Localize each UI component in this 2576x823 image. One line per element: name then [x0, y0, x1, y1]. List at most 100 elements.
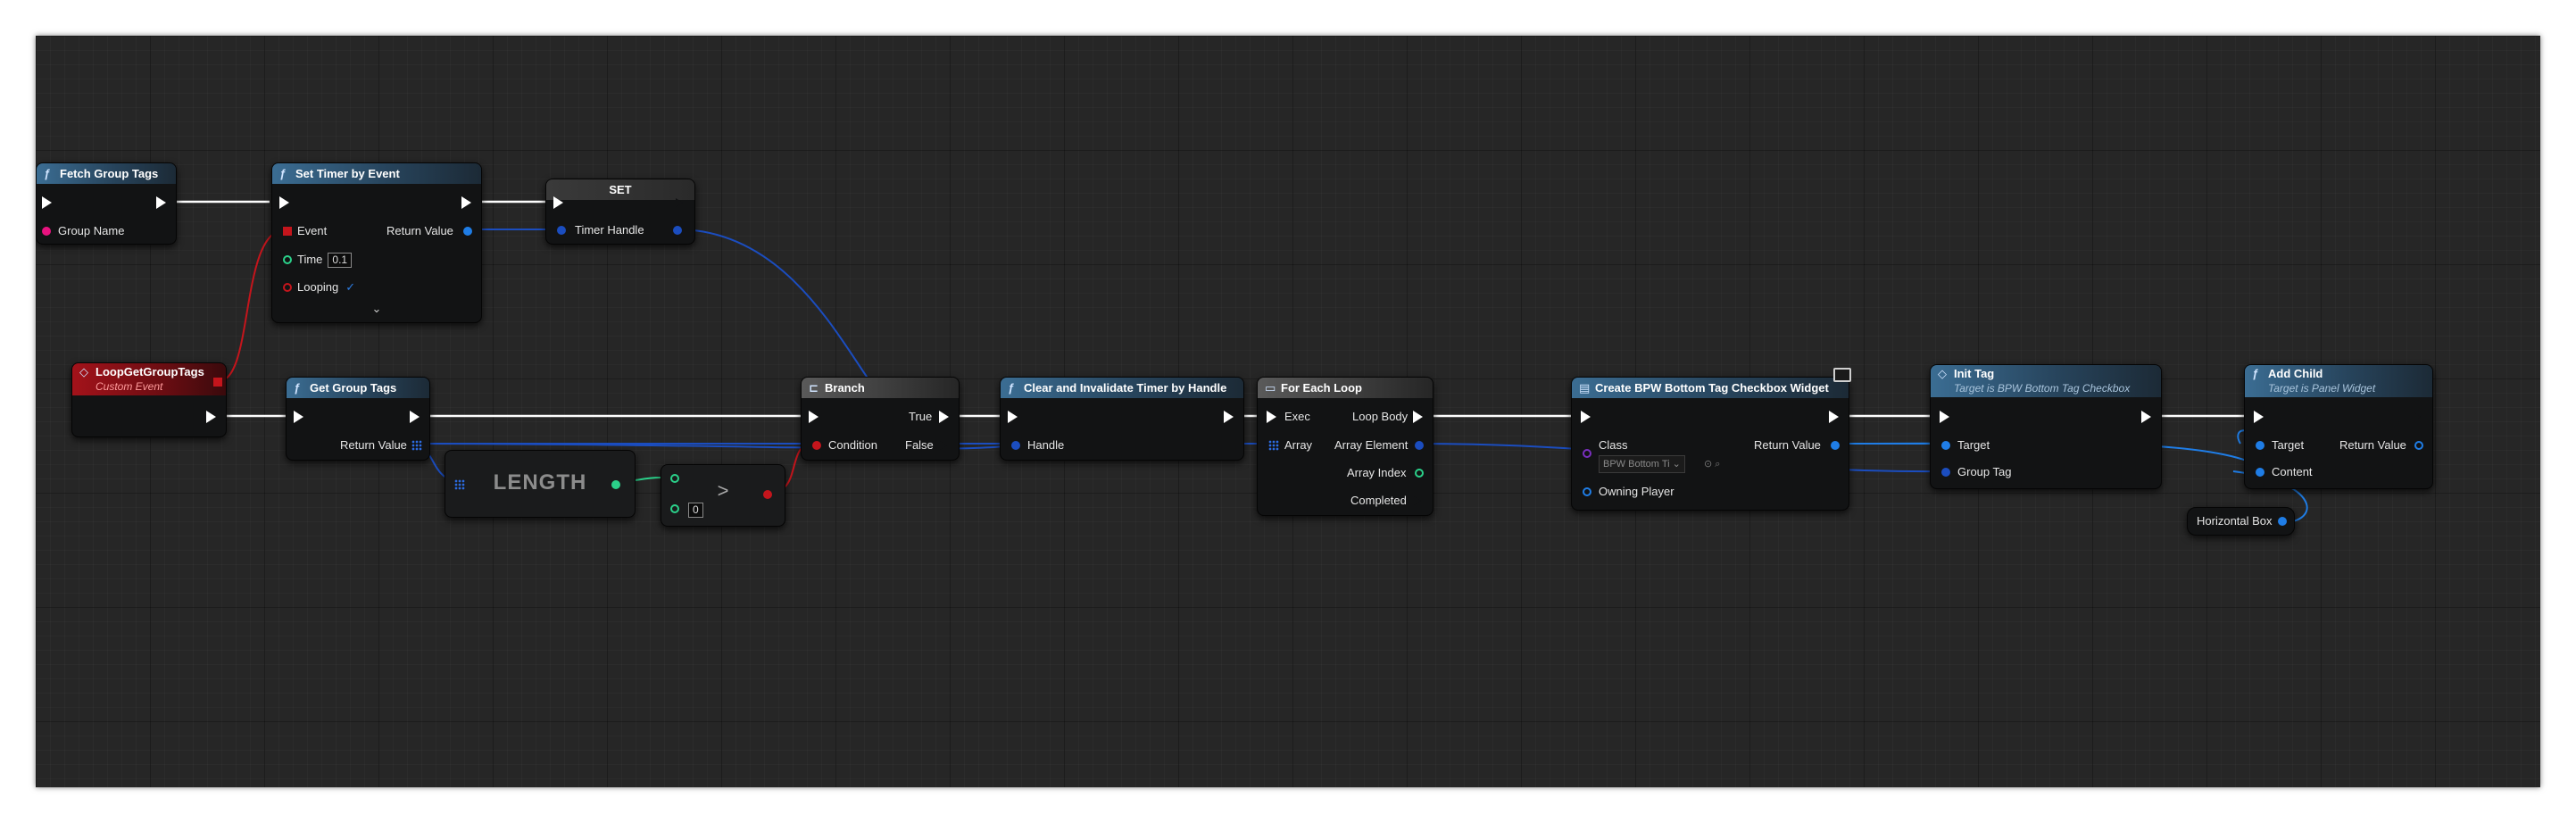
target-pin[interactable]	[2256, 441, 2264, 450]
browse-icons[interactable]: ⊙ ⌕	[1704, 459, 1721, 470]
function-icon: ƒ	[1008, 381, 1015, 395]
time-pin[interactable]	[283, 255, 292, 264]
node-title: Set Timer by Event	[295, 167, 400, 180]
event-pin[interactable]	[283, 227, 292, 236]
target-pin[interactable]	[1941, 441, 1950, 450]
exec-out-pin[interactable]	[156, 196, 166, 209]
expand-chevron-icon[interactable]: ⌄	[371, 302, 382, 315]
handle-label: Handle	[1027, 438, 1065, 452]
exec-in-pin[interactable]	[42, 196, 52, 209]
exec-out-pin[interactable]	[1829, 411, 1839, 423]
object-wire	[676, 229, 876, 389]
node-title: Clear and Invalidate Timer by Handle	[1024, 381, 1227, 395]
node-title: SET	[609, 183, 632, 196]
target-label: Target	[1957, 438, 1990, 452]
result-out-pin[interactable]	[763, 490, 772, 499]
array-pin[interactable]	[1268, 440, 1279, 451]
exec-out-pin[interactable]	[2413, 411, 2422, 423]
exec-in-pin[interactable]	[1940, 411, 1949, 423]
true-exec-pin[interactable]	[939, 411, 949, 423]
node-title: LENGTH	[493, 470, 587, 495]
handle-pin[interactable]	[1011, 441, 1020, 450]
delegate-pin[interactable]	[213, 378, 222, 387]
content-pin[interactable]	[2256, 468, 2264, 477]
exec-in-pin[interactable]	[294, 411, 303, 423]
group-name-pin[interactable]	[42, 227, 51, 236]
completed-pin[interactable]	[1413, 495, 1423, 507]
b-value-input[interactable]: 0	[688, 503, 703, 518]
branch-node[interactable]: ⊏Branch True Condition False	[801, 377, 960, 461]
b-in-pin[interactable]	[670, 504, 679, 513]
create-widget-node[interactable]: ▤ Create BPW Bottom Tag Checkbox Widget C…	[1571, 377, 1849, 511]
set-timer-handle-node[interactable]: SET Timer Handle	[545, 179, 695, 245]
array-in-pin[interactable]	[454, 479, 465, 490]
exec-out-pin[interactable]	[206, 411, 216, 423]
return-value-label: Return Value	[1754, 438, 1821, 452]
for-each-loop-node[interactable]: ▭For Each Loop Exec Loop Body Array Arra…	[1257, 377, 1433, 516]
exec-out-pin[interactable]	[461, 196, 471, 209]
timer-handle-in-pin[interactable]	[557, 226, 566, 235]
node-title: Init Tag	[1954, 367, 1995, 380]
exec-out-pin[interactable]	[410, 411, 420, 423]
return-value-pin[interactable]	[463, 227, 472, 236]
array-element-pin[interactable]	[1415, 441, 1424, 450]
timer-handle-out-pin[interactable]	[673, 226, 682, 235]
array-index-pin[interactable]	[1415, 469, 1424, 478]
class-pin[interactable]	[1583, 449, 1591, 458]
exec-in-pin[interactable]	[553, 196, 563, 209]
exec-in-pin[interactable]	[809, 411, 819, 423]
node-title: Create BPW Bottom Tag Checkbox Widget	[1595, 381, 1829, 395]
time-value-input[interactable]: 0.1	[328, 253, 353, 268]
node-title: Branch	[825, 381, 865, 395]
looping-pin[interactable]	[283, 283, 292, 292]
looping-text: Looping	[297, 280, 339, 294]
node-subtitle: Target is BPW Bottom Tag Checkbox	[1954, 382, 2131, 395]
exec-in-pin[interactable]	[1267, 411, 1276, 423]
greater-than-node[interactable]: > 0	[661, 464, 785, 527]
clear-invalidate-timer-node[interactable]: ƒ Clear and Invalidate Timer by Handle Ha…	[1000, 377, 1244, 461]
loop-body-label: Loop Body	[1352, 410, 1408, 423]
exec-out-pin[interactable]	[675, 196, 685, 209]
exec-out-pin[interactable]	[2141, 411, 2151, 423]
return-value-pin[interactable]	[2414, 441, 2423, 450]
node-title: Fetch Group Tags	[60, 167, 159, 180]
group-tag-pin[interactable]	[1941, 468, 1950, 477]
a-in-pin[interactable]	[670, 474, 679, 483]
class-dropdown[interactable]: BPW Bottom Ti ⌄	[1599, 455, 1685, 473]
owning-player-pin[interactable]	[1583, 487, 1591, 496]
variable-label: Horizontal Box	[2197, 514, 2273, 528]
macro-icon: ▭	[1265, 381, 1276, 395]
node-subtitle: Custom Event	[96, 380, 163, 393]
node-header: ▤ Create BPW Bottom Tag Checkbox Widget	[1572, 378, 1849, 398]
exec-out-pin[interactable]	[1224, 411, 1234, 423]
horizontal-box-variable[interactable]: Horizontal Box	[2187, 507, 2295, 536]
looping-checkbox[interactable]: ✓	[345, 280, 356, 294]
widget-icon: ▤	[1579, 381, 1591, 395]
array-pin[interactable]	[411, 440, 422, 451]
false-exec-pin[interactable]	[939, 439, 949, 452]
exec-in-pin[interactable]	[279, 196, 289, 209]
exec-in-pin[interactable]	[1581, 411, 1591, 423]
exec-in-pin[interactable]	[1008, 411, 1018, 423]
delegate-wire	[218, 229, 287, 382]
exec-in-pin[interactable]	[2254, 411, 2264, 423]
condition-pin[interactable]	[812, 441, 821, 450]
return-value-pin[interactable]	[1831, 441, 1840, 450]
loop-body-pin[interactable]	[1413, 411, 1423, 423]
length-node[interactable]: LENGTH	[445, 450, 636, 518]
timer-handle-label: Timer Handle	[575, 223, 644, 237]
operator-label: >	[717, 479, 729, 502]
length-out-pin[interactable]	[611, 480, 620, 489]
horizontal-box-pin[interactable]	[2277, 517, 2287, 526]
